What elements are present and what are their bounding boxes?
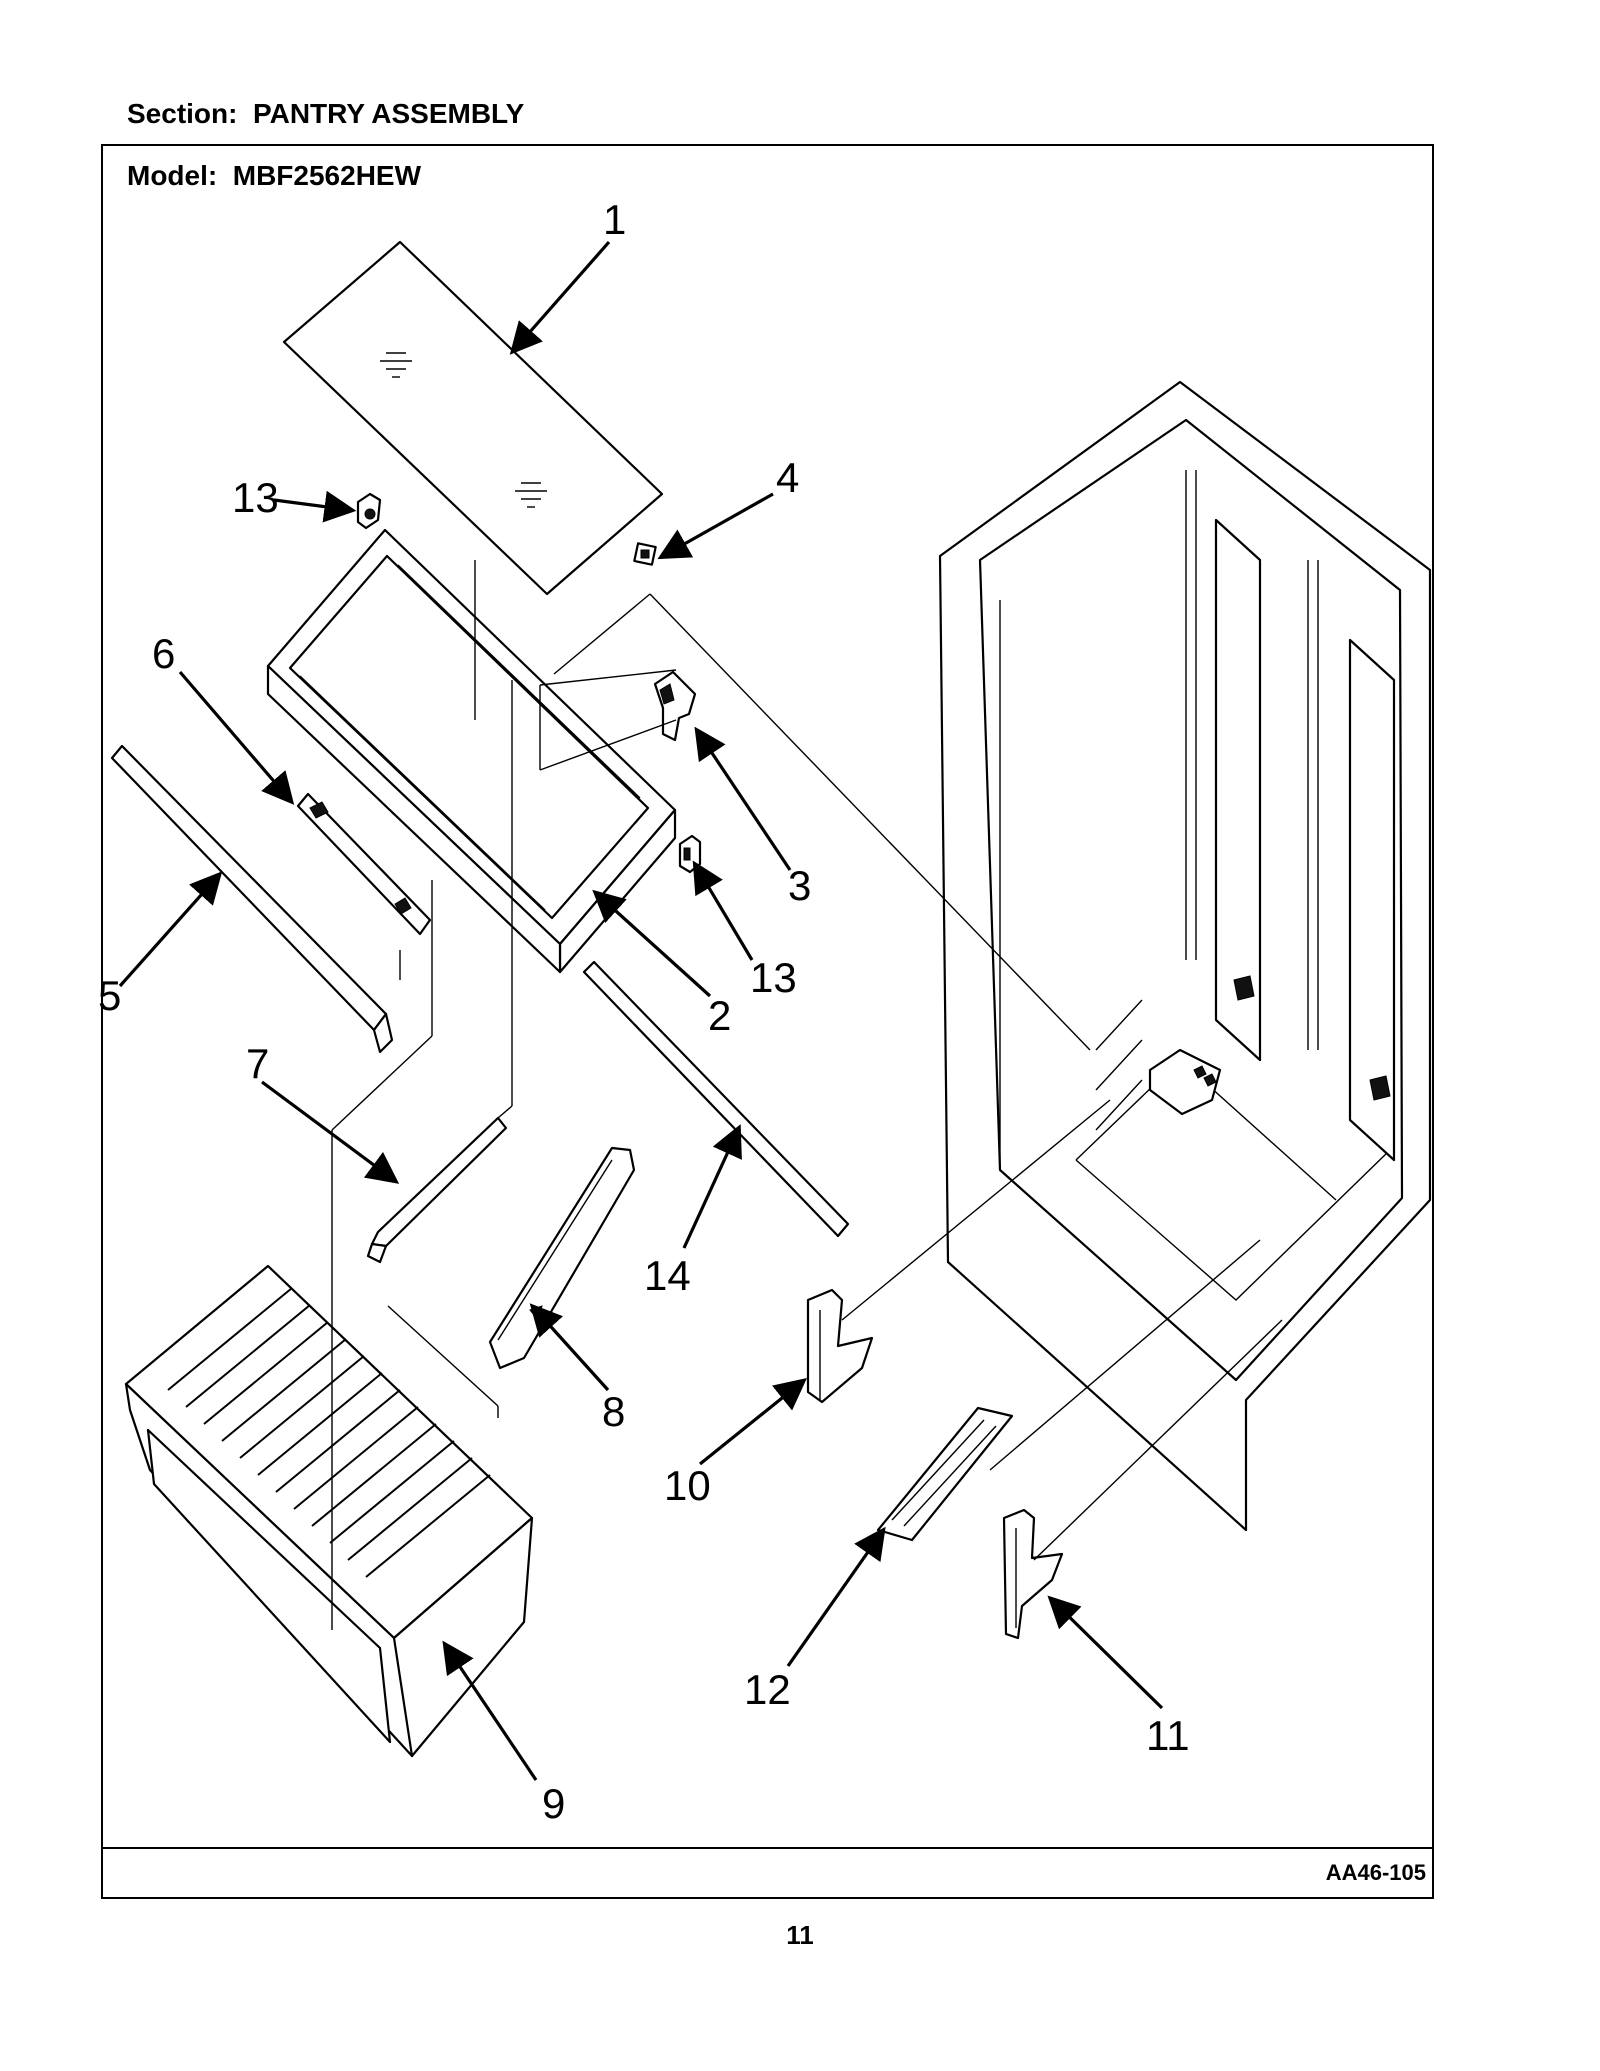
document-code: AA46-105 xyxy=(1325,1860,1426,1885)
callout-11: 11 xyxy=(1146,1712,1190,1759)
assembly-lines xyxy=(331,560,1283,1630)
callout-2: 2 xyxy=(708,992,731,1039)
cabinet-liner xyxy=(938,380,1432,1532)
diagram-frame xyxy=(101,144,1434,1899)
part-3-bracket xyxy=(653,670,697,742)
callout-14: 14 xyxy=(644,1252,691,1299)
part-13-clip-upper xyxy=(356,492,382,530)
part-2-pantry-frame xyxy=(266,528,677,974)
callout-9: 9 xyxy=(542,1780,565,1827)
callout-13-upper: 13 xyxy=(232,474,279,521)
callout-4: 4 xyxy=(776,454,799,501)
callout-6: 6 xyxy=(152,630,175,677)
part-10-support-bracket xyxy=(806,1288,874,1404)
page-number: 11 xyxy=(786,1920,814,1950)
callout-labels: 1 4 13 6 5 3 13 2 7 14 8 10 12 11 9 xyxy=(98,196,1190,1827)
callout-8: 8 xyxy=(602,1388,625,1435)
callout-13-lower: 13 xyxy=(750,954,797,1001)
callout-3: 3 xyxy=(788,862,811,909)
part-5-front-trim xyxy=(110,744,394,1054)
part-14-trim xyxy=(582,960,850,1238)
callout-5: 5 xyxy=(98,972,121,1019)
part-12-rail-guide xyxy=(876,1406,1014,1542)
part-4-pad xyxy=(633,542,657,566)
callout-10: 10 xyxy=(664,1462,711,1509)
callout-arrows xyxy=(118,240,1164,1781)
callout-12: 12 xyxy=(744,1666,791,1713)
callout-1: 1 xyxy=(603,196,626,243)
part-1-glass-shelf xyxy=(282,240,664,596)
model-title: Model: MBF2562HEW xyxy=(127,160,422,191)
part-6-rail xyxy=(296,792,432,936)
part-7-slide xyxy=(366,1116,508,1264)
section-title: Section: PANTRY ASSEMBLY xyxy=(127,98,525,129)
footer-divider xyxy=(101,1847,1434,1849)
callout-7: 7 xyxy=(246,1040,269,1087)
part-9-drawer-bin xyxy=(124,1264,534,1758)
part-8-side-cover xyxy=(488,1146,636,1370)
part-11-support-bracket xyxy=(1002,1508,1064,1640)
